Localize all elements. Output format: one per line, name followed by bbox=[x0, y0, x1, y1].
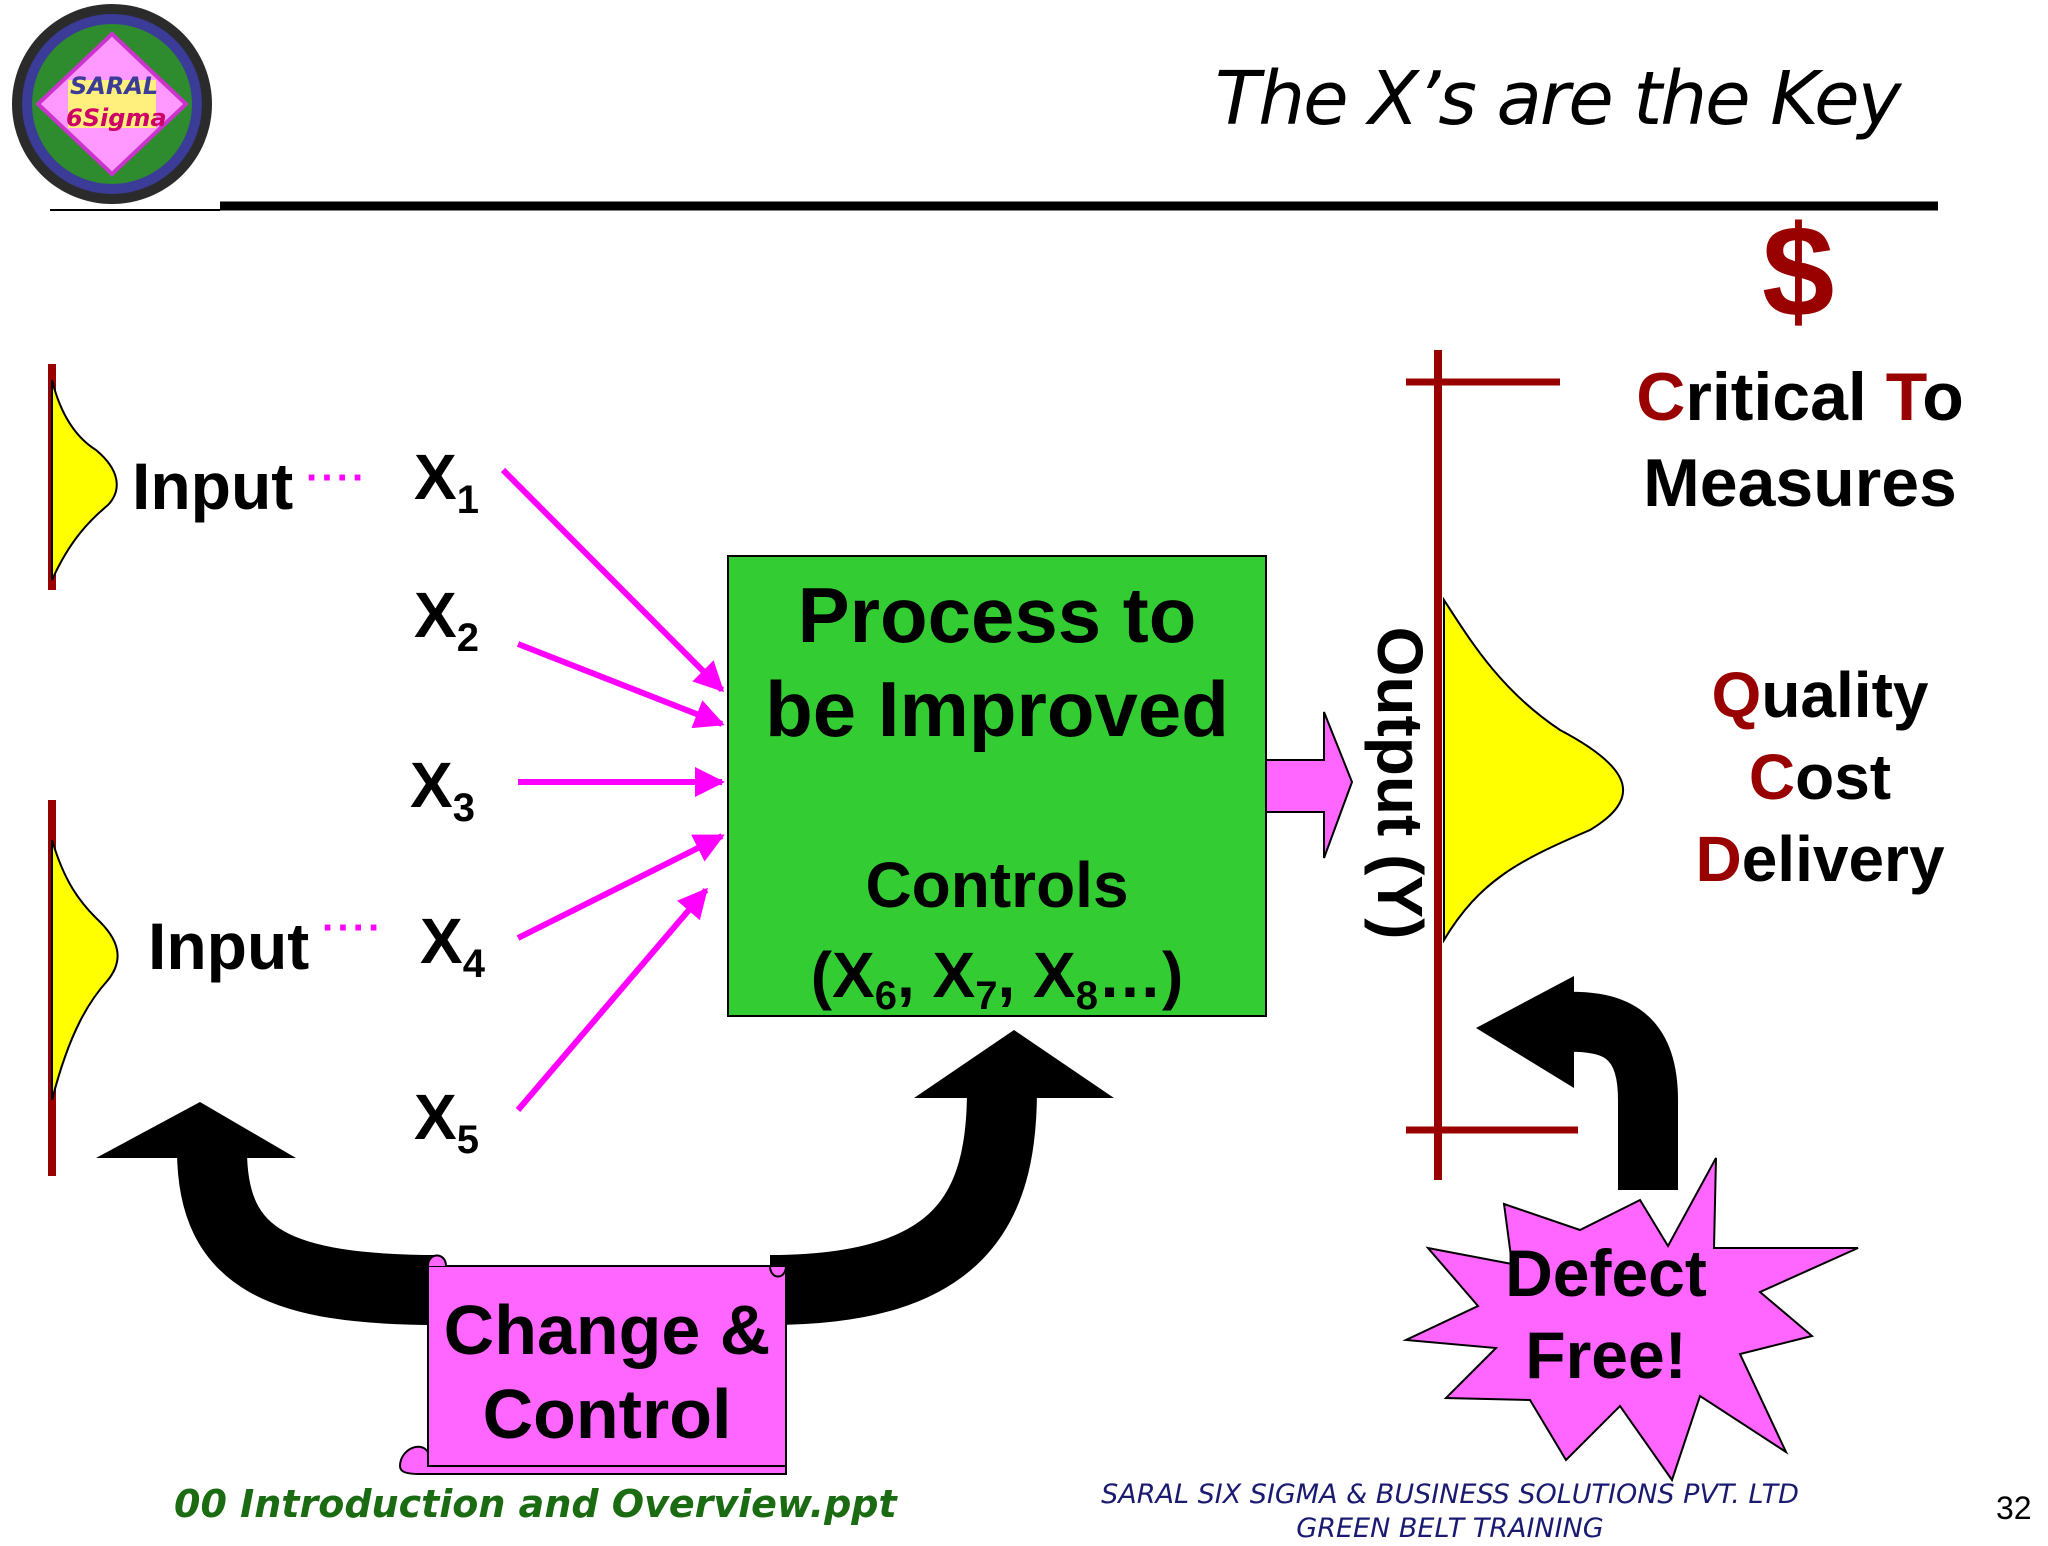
arrow-x5 bbox=[515, 887, 709, 1112]
x3-label: X3 bbox=[410, 749, 475, 830]
change-control-line1: Change & bbox=[443, 1291, 771, 1369]
x2-label: X2 bbox=[414, 579, 479, 660]
footer-filename: 00 Introduction and Overview.ppt bbox=[174, 1482, 897, 1526]
arrow-x1 bbox=[500, 467, 725, 693]
feedback-arrow-left-head bbox=[96, 1102, 296, 1158]
output-y-label: Output (Y) bbox=[1364, 626, 1436, 940]
defect-free-line1: Defect bbox=[1505, 1236, 1707, 1310]
ctm-line1: Critical To bbox=[1636, 359, 1964, 435]
input-distribution-1 bbox=[48, 364, 118, 590]
feedback-arrow-right-shaft bbox=[769, 1089, 1037, 1325]
input-distribution-2 bbox=[48, 800, 119, 1176]
dollar-sign: $ bbox=[1762, 198, 1835, 344]
footer-training: GREEN BELT TRAINING bbox=[1296, 1513, 1604, 1544]
qcd-quality: Quality bbox=[1711, 659, 1929, 731]
feedback-arrow-right-head bbox=[914, 1030, 1114, 1098]
x5-label: X5 bbox=[414, 1081, 479, 1162]
input-dots-1: ···· bbox=[306, 456, 368, 500]
defect-free-burst bbox=[1402, 1157, 1859, 1483]
process-title-line1: Process to bbox=[797, 571, 1197, 659]
critical-to-measures: Critical To Measures bbox=[1600, 354, 2000, 526]
feedback-arrows bbox=[96, 976, 1678, 1325]
change-control-label: Change & Control bbox=[428, 1288, 786, 1456]
qcd-cost: Cost bbox=[1748, 741, 1892, 813]
arrow-x2 bbox=[516, 641, 725, 729]
output-distribution bbox=[1443, 596, 1625, 944]
footer-company-name: SARAL SIX SIGMA & BUSINESS SOLUTIONS PVT… bbox=[1101, 1479, 1799, 1510]
x-arrows bbox=[500, 467, 725, 1112]
arrow-x4 bbox=[516, 833, 725, 941]
output-axis bbox=[1406, 350, 1625, 1180]
page-number: 32 bbox=[1996, 1490, 2032, 1526]
process-controls: Controls (X6, X7, X8…) bbox=[728, 840, 1266, 1041]
qcd-delivery: Delivery bbox=[1695, 823, 1945, 895]
process-title: Process to be Improved bbox=[728, 568, 1266, 756]
feedback-arrow-left-shaft bbox=[177, 1149, 441, 1325]
input-label-1: Input bbox=[132, 449, 294, 523]
defect-arrow-shaft bbox=[1558, 991, 1678, 1190]
output-arrow bbox=[1265, 711, 1354, 859]
controls-label: Controls bbox=[865, 849, 1129, 921]
x4-label: X4 bbox=[420, 905, 485, 986]
process-box bbox=[727, 555, 1267, 1017]
ctm-line2: Measures bbox=[1643, 445, 1957, 521]
logo-text-saral: SARAL bbox=[70, 72, 159, 100]
controls-vars: (X6, X7, X8…) bbox=[810, 939, 1184, 1018]
slide-title: The X’s are the Key bbox=[1215, 56, 1901, 142]
process-title-line2: be Improved bbox=[765, 665, 1229, 753]
change-control-line2: Control bbox=[482, 1375, 732, 1453]
defect-arrow-head bbox=[1476, 976, 1574, 1088]
quality-cost-delivery: Quality Cost Delivery bbox=[1630, 654, 2010, 900]
input-label-2: Input bbox=[148, 909, 310, 983]
x1-label: X1 bbox=[414, 441, 479, 522]
input-dots-2: ···· bbox=[322, 906, 384, 950]
defect-free-line2: Free! bbox=[1525, 1318, 1687, 1392]
change-control-scroll bbox=[398, 1254, 788, 1475]
saral-logo bbox=[12, 4, 212, 204]
logo-text-6sigma: 6Sigma bbox=[66, 104, 167, 132]
defect-free-label: Defect Free! bbox=[1456, 1232, 1756, 1396]
